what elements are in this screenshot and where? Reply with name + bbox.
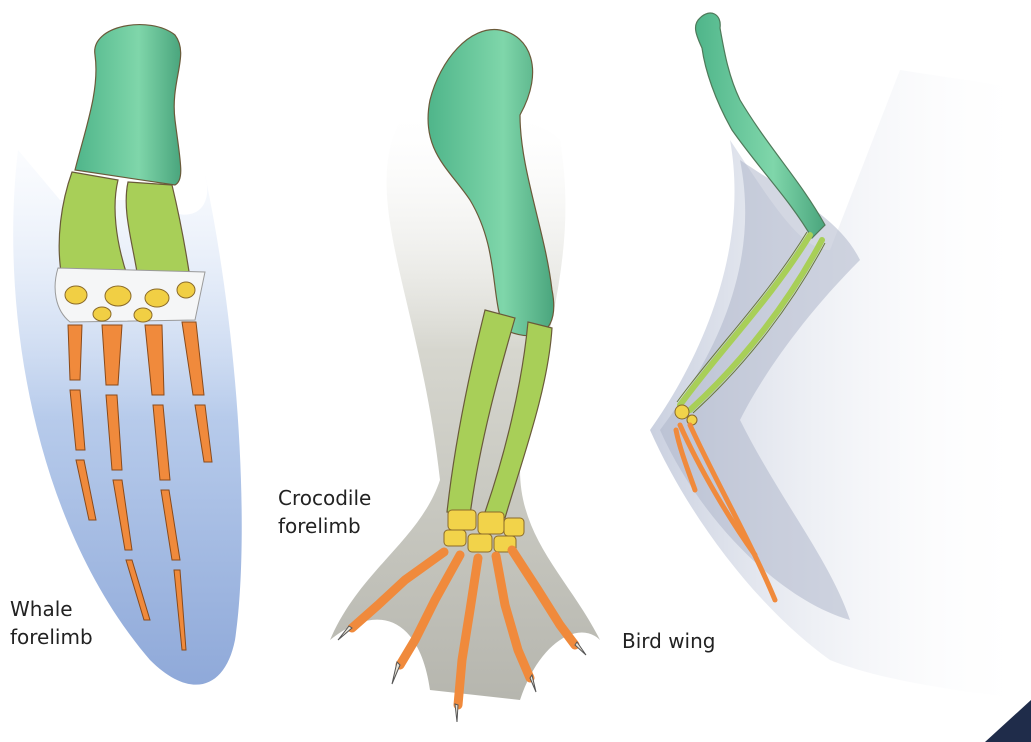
whale-carpal-bone: [93, 307, 111, 321]
whale-carpal-bone: [134, 308, 152, 322]
bird-label-line-1: Bird wing: [622, 627, 716, 655]
whale-carpal-bone: [65, 286, 87, 304]
whale-forelimb-label: Whale forelimb: [10, 595, 93, 651]
corner-arrow-icon: [985, 700, 1031, 742]
whale-ulna: [126, 182, 190, 278]
crocodile-forelimb: [330, 30, 600, 722]
bird-wing: [650, 13, 1031, 700]
whale-label-line-1: Whale: [10, 595, 93, 623]
bird-carpal: [675, 405, 689, 419]
whale-carpal-bone: [145, 289, 169, 307]
bird-wing-label: Bird wing: [622, 627, 716, 655]
crocodile-label-line-1: Crocodile: [278, 484, 371, 512]
whale-forelimb: [13, 25, 242, 685]
crocodile-label-line-2: forelimb: [278, 512, 371, 540]
crocodile-forelimb-label: Crocodile forelimb: [278, 484, 371, 540]
whale-humerus: [75, 25, 181, 185]
whale-carpal-bone: [177, 282, 195, 298]
whale-carpal-bone: [105, 286, 131, 306]
whale-label-line-2: forelimb: [10, 623, 93, 651]
